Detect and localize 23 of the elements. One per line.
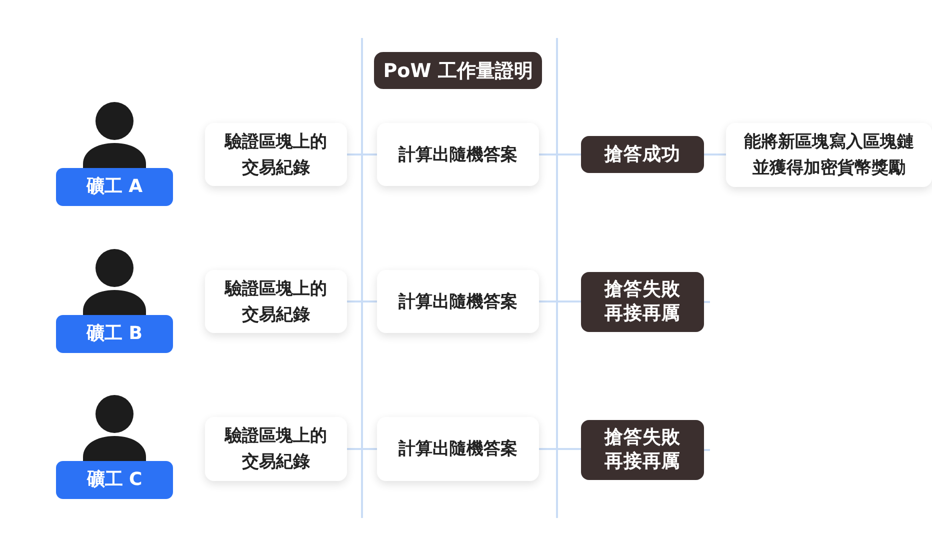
process-box: 驗證區塊上的交易紀錄 (205, 270, 347, 333)
connector-line (704, 154, 726, 156)
name-tag: 礦工 A (56, 168, 173, 206)
result-box: 搶答成功 (581, 136, 704, 173)
result-box: 搶答失敗再接再厲 (581, 420, 704, 480)
name-tag: 礦工 B (56, 315, 173, 353)
process-box: 能將新區塊寫入區塊鏈並獲得加密貨幣獎勵 (726, 123, 932, 187)
connector-line (539, 154, 581, 156)
connector-line (347, 300, 377, 302)
header-box: PoW 工作量證明 (374, 52, 542, 89)
connector-line (539, 300, 581, 302)
process-box: 驗證區塊上的交易紀錄 (205, 123, 347, 186)
connector-line (347, 448, 377, 450)
result-box: 搶答失敗再接再厲 (581, 272, 704, 332)
process-box: 驗證區塊上的交易紀錄 (205, 417, 347, 481)
process-box: 計算出隨機答案 (377, 417, 539, 481)
name-tag: 礦工 C (56, 461, 173, 499)
process-box: 計算出隨機答案 (377, 123, 539, 186)
connector-line (704, 301, 710, 303)
process-box: 計算出隨機答案 (377, 270, 539, 333)
connector-line (704, 449, 710, 451)
connector-line (347, 154, 377, 156)
connector-line (539, 448, 581, 450)
